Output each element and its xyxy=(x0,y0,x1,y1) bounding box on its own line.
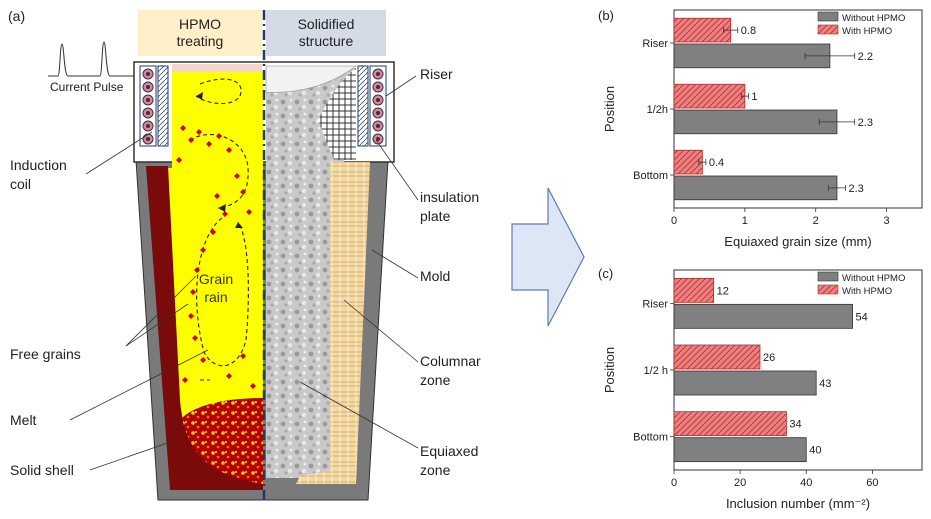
leader-lines xyxy=(69,75,419,471)
riser-hot-top xyxy=(172,64,262,74)
induction-coil-label: Induction coil xyxy=(10,157,67,192)
legend-swatch-without xyxy=(817,11,839,22)
x-tick-label-1: 1 xyxy=(742,215,748,227)
legend-label-without: Without HPMO xyxy=(842,13,905,24)
legend-label-with: With HPMO xyxy=(842,286,892,297)
bar-with-hpmo-1 xyxy=(673,83,746,109)
x-axis-label: Inclusion number (mm⁻²) xyxy=(726,496,870,511)
value-label-without-0: 54 xyxy=(856,311,868,323)
shrinkage-cavity xyxy=(265,65,357,93)
solid-shell xyxy=(146,166,263,490)
legend-swatch-without xyxy=(817,271,839,282)
bar-with-hpmo-1 xyxy=(673,344,761,370)
bar-with-hpmo-0 xyxy=(673,17,732,43)
transition-arrow xyxy=(511,187,585,327)
x-tick-label-1: 20 xyxy=(734,477,746,489)
grain-rain-particles xyxy=(176,125,256,389)
value-label-without-2: 2.3 xyxy=(848,183,863,195)
riser-dendrites xyxy=(318,68,356,160)
y-tick-label-0: Riser xyxy=(642,38,668,50)
columnar-zone-label: Columnar zone xyxy=(420,353,481,388)
y-tick-label-0: Riser xyxy=(642,298,668,310)
x-tick-label-3: 3 xyxy=(884,215,890,227)
bar-with-hpmo-2 xyxy=(673,411,787,437)
value-label-with-2: 0.4 xyxy=(709,157,724,169)
legend-swatch-with xyxy=(817,24,839,35)
induction-coil-left xyxy=(139,65,169,147)
y-tick-label-2: Bottom xyxy=(633,170,668,182)
grain-rain-line-2: rain xyxy=(204,289,227,305)
grain-rain-line-1: Grain xyxy=(199,271,233,287)
solidified-structure-header: Solidified structure xyxy=(266,10,386,56)
x-tick-label-2: 40 xyxy=(800,477,812,489)
x-tick-label-0: 0 xyxy=(671,477,677,489)
panel-a-tag: (a) xyxy=(8,8,26,24)
bar-without-hpmo-0 xyxy=(673,303,853,329)
y-tick-label-2: Bottom xyxy=(633,432,668,444)
x-tick-label-3: 60 xyxy=(866,477,878,489)
panel-tag: (b) xyxy=(598,8,614,23)
current-pulse-label: Current Pulse xyxy=(50,80,124,94)
bar-without-hpmo-2 xyxy=(673,437,807,463)
solidified-structure-text: Solidified structure xyxy=(297,16,355,49)
equiaxed-zone-label: Equiaxed zone xyxy=(420,443,479,478)
panel-tag: (c) xyxy=(598,266,613,281)
flow-arrows xyxy=(189,78,249,381)
sediment-grains xyxy=(182,398,263,484)
melt-label: Melt xyxy=(10,412,37,428)
bar-without-hpmo-1 xyxy=(673,370,817,396)
bar-without-hpmo-2 xyxy=(673,175,838,201)
columnar-zone xyxy=(296,162,370,484)
value-label-without-0: 2.2 xyxy=(858,51,873,63)
insulation-plate-label: insulation plate xyxy=(420,189,480,224)
bar-with-hpmo-2 xyxy=(673,149,703,175)
bar-with-hpmo-0 xyxy=(673,277,715,303)
hpmo-treating-text: HPMO treating xyxy=(176,16,224,49)
mold-label: Mold xyxy=(420,268,451,284)
free-grains-label: Free grains xyxy=(10,346,81,362)
hpmo-treating-header: HPMO treating xyxy=(138,10,262,56)
ingot-schematic: Grain rain xyxy=(69,10,419,501)
y-tick-label-1: 1/2 h xyxy=(644,365,668,377)
bar-without-hpmo-1 xyxy=(673,109,838,135)
x-tick-label-2: 2 xyxy=(813,215,819,227)
induction-coil-right xyxy=(357,65,387,147)
value-label-with-1: 1 xyxy=(751,91,757,103)
solid-shell-label: Solid shell xyxy=(10,462,74,478)
legend-swatch-with xyxy=(817,284,839,295)
y-axis-label: Position xyxy=(602,347,617,393)
value-label-with-2: 34 xyxy=(789,419,801,431)
chart-inclusion-number: (c) 12 54 Riser 26 43 1/2 h 34 40 Bottom 0 20 40 60In… xyxy=(598,266,923,511)
legend-label-without: Without HPMO xyxy=(842,273,905,284)
legend-label-with: With HPMO xyxy=(842,26,892,37)
value-label-with-0: 0.8 xyxy=(741,25,756,37)
y-axis-label: Position xyxy=(602,86,617,132)
y-tick-label-1: 1/2h xyxy=(647,104,668,116)
value-label-without-2: 40 xyxy=(809,445,821,457)
value-label-with-1: 26 xyxy=(763,352,775,364)
value-label-without-1: 2.3 xyxy=(858,117,873,129)
value-label-without-1: 43 xyxy=(819,378,831,390)
flow-arrowheads xyxy=(196,92,243,228)
riser-label: Riser xyxy=(420,66,453,82)
x-axis-label: Equiaxed grain size (mm) xyxy=(724,234,871,249)
x-tick-label-0: 0 xyxy=(671,215,677,227)
value-label-with-0: 12 xyxy=(717,285,729,297)
